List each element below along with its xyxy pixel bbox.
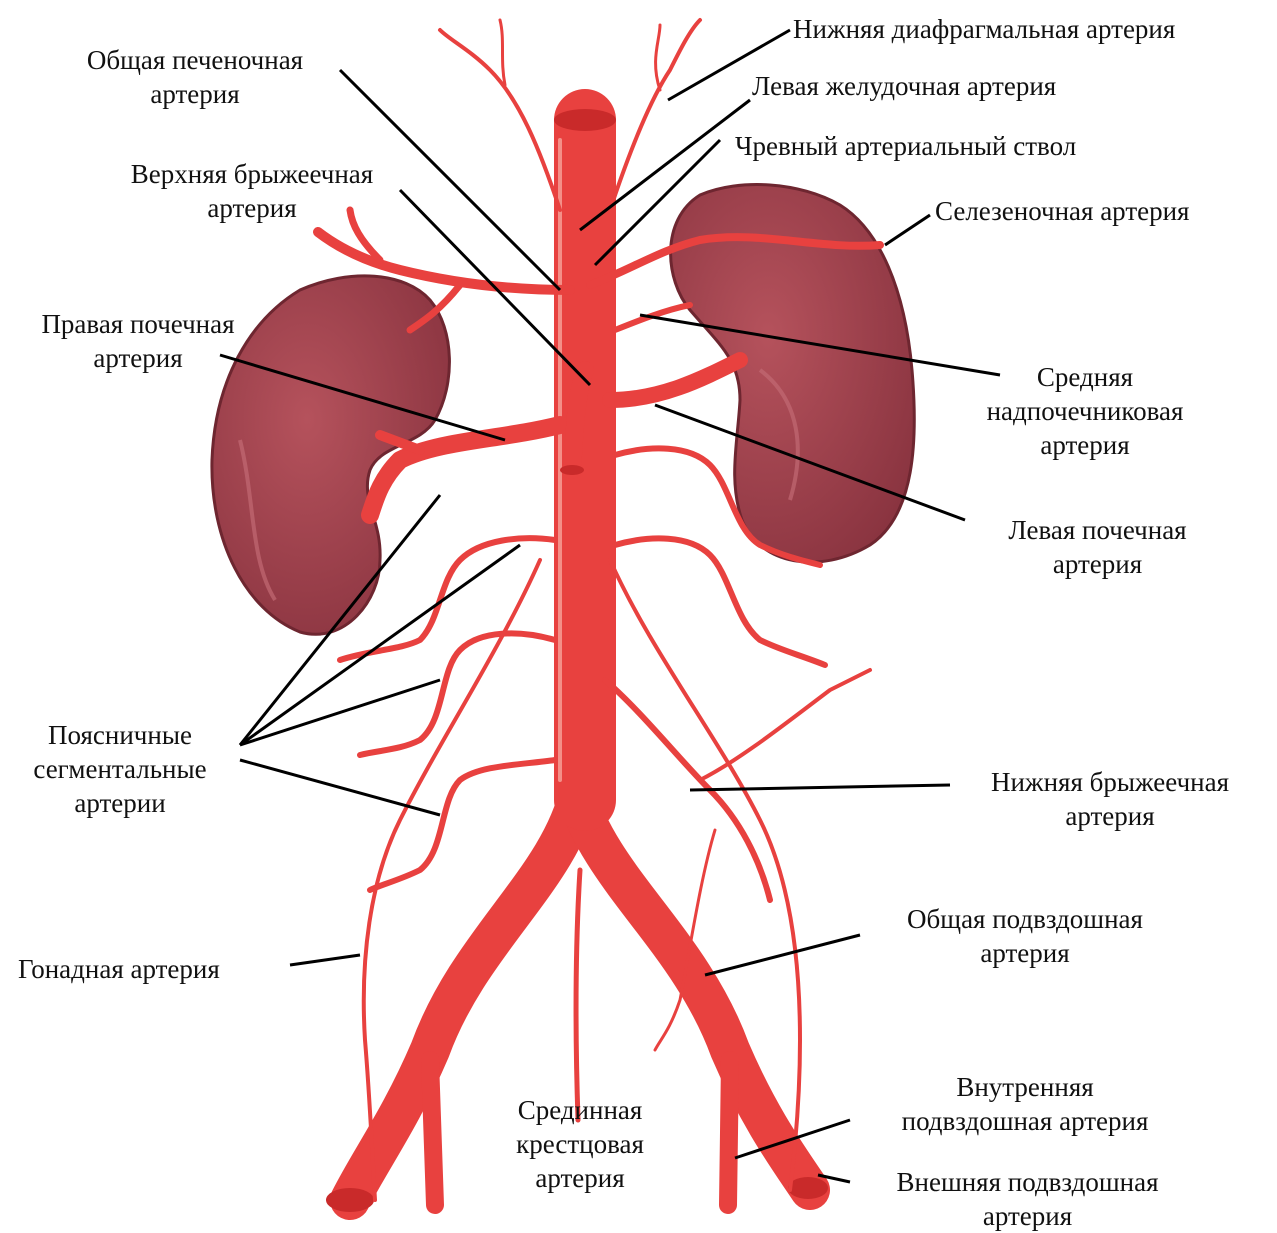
right-internal-iliac <box>430 1060 435 1205</box>
label-common-hepatic-artery: Общая печеночная артерия <box>55 43 335 111</box>
label-internal-iliac-artery: Внутренняя подвздошная артерия <box>865 1070 1185 1138</box>
label-inferior-phrenic-artery: Нижняя диафрагмальная артерия <box>793 12 1175 46</box>
left-renal-artery-path <box>610 360 740 400</box>
label-lumbar-segmental-arteries: Поясничные сегментальные артерии <box>10 718 230 820</box>
label-common-iliac-artery: Общая подвздошная артерия <box>870 902 1180 970</box>
left-internal-iliac <box>728 1060 730 1205</box>
label-splenic-artery: Селезеночная артерия <box>935 194 1189 228</box>
label-middle-suprarenal-artery: Средняя надпочечниковая артерия <box>950 360 1220 462</box>
label-gonadal-artery: Гонадная артерия <box>18 952 220 986</box>
label-left-renal-artery: Левая почечная артерия <box>975 513 1220 581</box>
label-median-sacral-artery: Срединная крестцовая артерия <box>480 1093 680 1195</box>
label-external-iliac-artery: Внешняя подвздошная артерия <box>855 1165 1200 1233</box>
label-inferior-mesenteric-artery: Нижняя брыжеечная артерия <box>955 765 1265 833</box>
label-superior-mesenteric-artery: Верхняя брыжеечная артерия <box>92 157 412 225</box>
label-right-renal-artery: Правая почечная артерия <box>8 307 268 375</box>
label-celiac-trunk: Чревный артериальный ствол <box>735 129 1076 163</box>
median-sacral-artery <box>576 870 580 1120</box>
label-left-gastric-artery: Левая желудочная артерия <box>752 69 1056 103</box>
